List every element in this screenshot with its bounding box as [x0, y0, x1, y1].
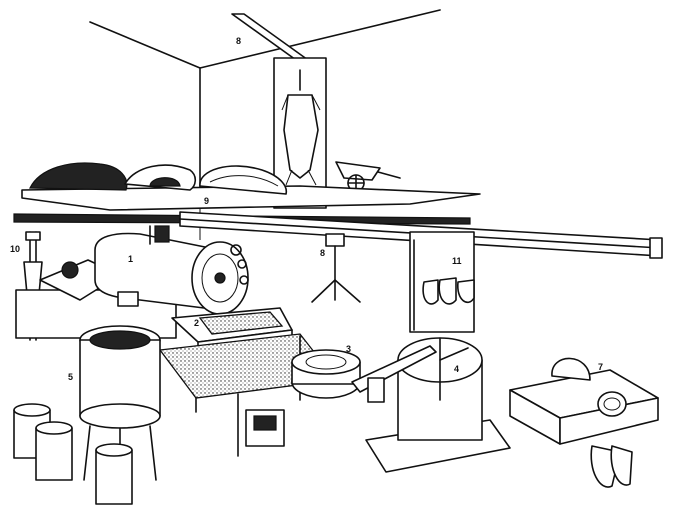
- label-10: 10: [10, 244, 20, 254]
- label-1: 1: [128, 254, 133, 264]
- storage-tank: [352, 338, 510, 472]
- hide-hanging-wall: [410, 232, 474, 332]
- wheelbarrow-icon: [336, 162, 400, 191]
- label-8-mid: 8: [320, 248, 325, 258]
- label-4: 4: [454, 364, 459, 374]
- label-3: 3: [346, 344, 351, 354]
- loading-platform: [22, 163, 480, 210]
- label-9: 9: [204, 196, 209, 206]
- barrel-icon: [96, 444, 132, 504]
- label-5: 5: [68, 372, 73, 382]
- label-11: 11: [452, 256, 462, 266]
- centrifuge: [292, 350, 360, 398]
- label-7: 7: [598, 362, 603, 372]
- label-8-top: 8: [236, 36, 241, 46]
- barrel-icon: [36, 422, 72, 480]
- drying-bench: [510, 358, 658, 487]
- label-2: 2: [194, 318, 199, 328]
- hoist-mid: [312, 234, 360, 302]
